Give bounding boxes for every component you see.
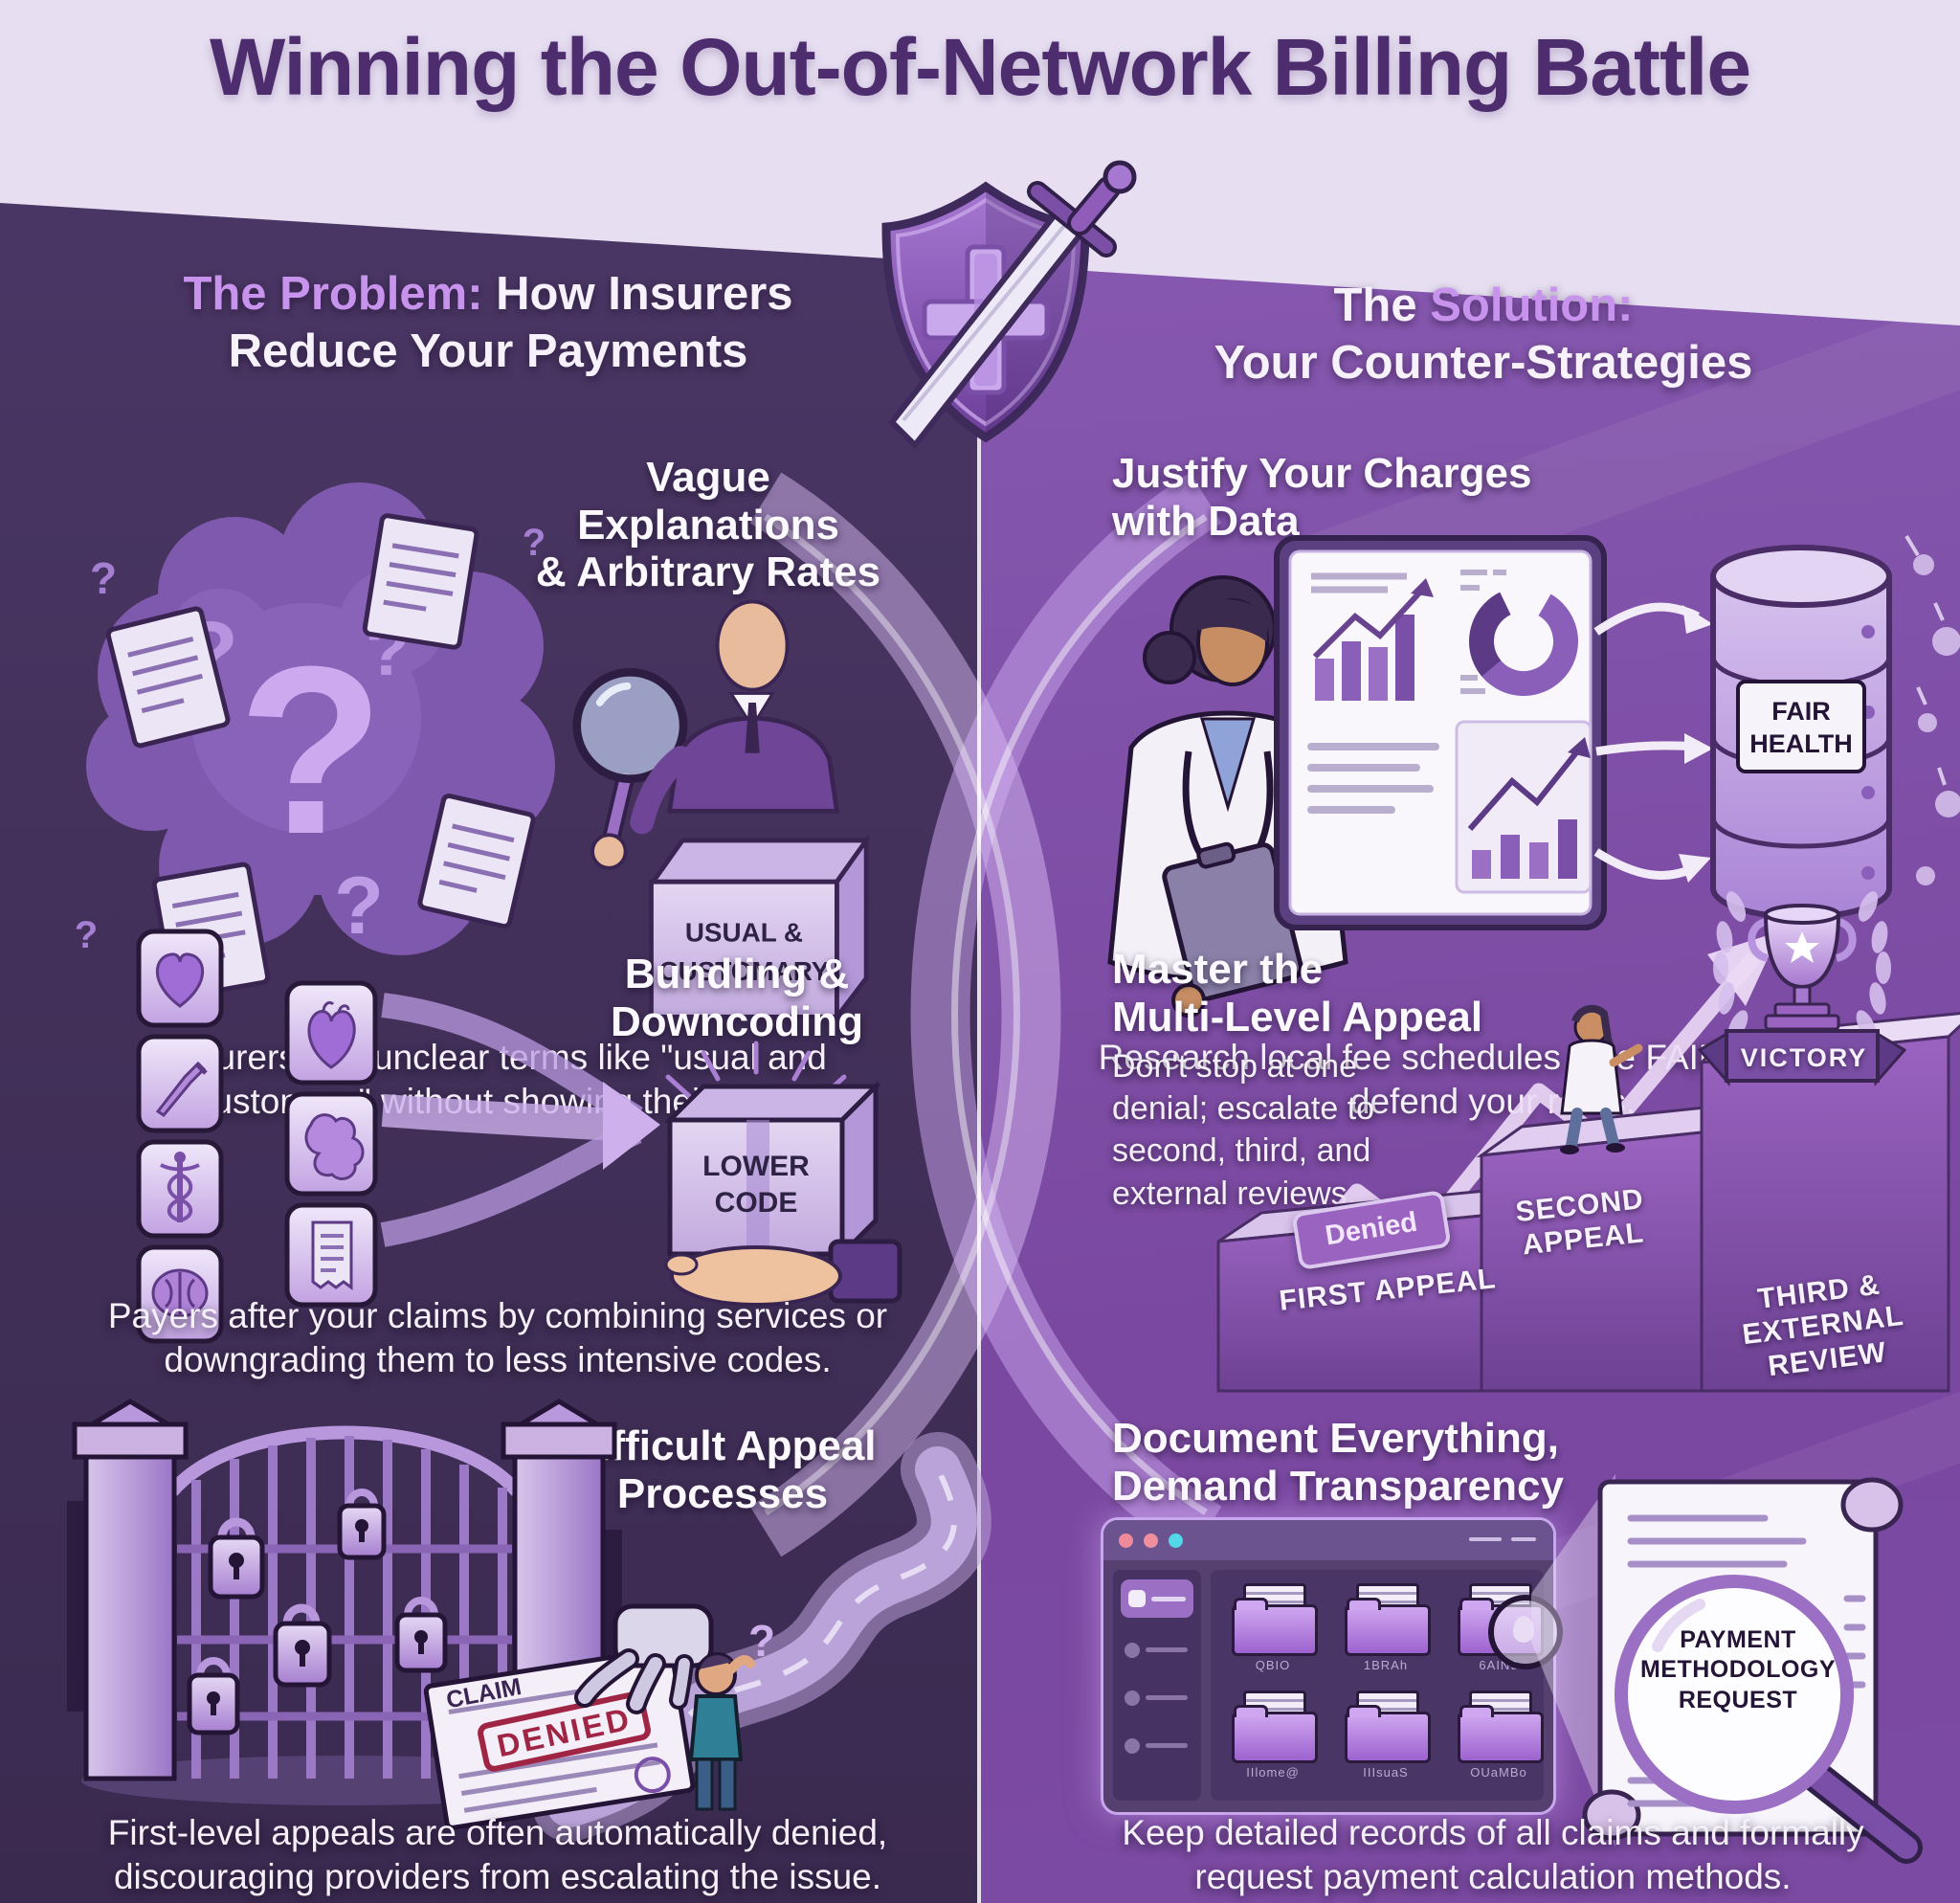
svg-text:FAIR: FAIR: [1771, 697, 1831, 726]
bill-icon: [284, 1202, 378, 1308]
right-heading-rest1: The: [1333, 280, 1431, 331]
svg-text:?: ?: [748, 1616, 775, 1666]
confused-provider-figure: ?: [688, 1616, 775, 1811]
folder-magnifier-highlight: [1488, 1595, 1563, 1669]
arrowhead-icon: [603, 1082, 660, 1170]
claim-folder: QBIO: [1232, 1583, 1318, 1672]
svg-text:CODE: CODE: [715, 1187, 798, 1219]
tissue-icon: [284, 1091, 378, 1197]
lower-code-box: LOWER CODE: [663, 1080, 882, 1261]
anatomical-heart-icon: [284, 980, 378, 1086]
page-title: Winning the Out-of-Network Billing Battl…: [209, 22, 1751, 112]
caption-bundling: Payers after your claims by combining se…: [107, 1296, 888, 1379]
donut-chart-icon: [1460, 570, 1578, 696]
svg-text:?: ?: [90, 553, 117, 603]
claim-folder: IIIsuaS: [1345, 1690, 1431, 1780]
left-heading-line2: Reduce Your Payments: [228, 325, 748, 377]
clipboard-icon: [1162, 841, 1303, 1002]
left-column-heading: The Problem: How Insurers Reduce Your Pa…: [134, 266, 842, 381]
svg-text:USUAL &: USUAL &: [685, 918, 803, 948]
adjuster-magnifier-illustration: USUAL & CUSTOMARY: [572, 599, 871, 1024]
open-hand-icon: [664, 1239, 902, 1307]
sidebar-item-active: [1121, 1579, 1193, 1618]
analytics-dashboard: [1274, 535, 1607, 930]
lower-code-box-illustration: LOWER CODE: [663, 1041, 902, 1307]
svg-text:HEALTH: HEALTH: [1749, 729, 1853, 758]
svg-text:?: ?: [75, 914, 98, 956]
robot-hand-icon: [574, 1603, 714, 1714]
sidebar-item: [1121, 1687, 1193, 1712]
claim-folder: IIlome@: [1232, 1690, 1318, 1780]
trophy-icon: [1748, 904, 1857, 1031]
flow-arrows: [1593, 602, 1713, 883]
sidebar-item: [1121, 1735, 1193, 1759]
merge-arrow: [380, 993, 660, 1247]
svg-text:?: ?: [334, 861, 384, 952]
section-heading-vague-explanations: Vague Explanations & Arbitrary Rates: [535, 454, 881, 596]
svg-text:?: ?: [238, 616, 385, 884]
caption-difficult-appeals: First-level appeals are often automatica…: [107, 1813, 888, 1896]
padlock-icons: [187, 1489, 448, 1735]
svg-text:CUSTOMARY: CUSTOMARY: [659, 956, 830, 986]
sidebar-item: [1121, 1639, 1193, 1664]
fair-health-label: FAIR HEALTH: [1736, 680, 1866, 773]
window-close-icon: [1119, 1534, 1133, 1548]
climbing-doctor-figure: [1560, 1004, 1643, 1154]
section-heading-bundling: Bundling & Downcoding: [611, 951, 863, 1045]
svg-text:?: ?: [523, 522, 546, 564]
caduceus-icon: [136, 1139, 224, 1239]
trend-chart-icon: [1455, 720, 1592, 894]
claim-document: CLAIM DENIED: [423, 1646, 696, 1830]
victory-trophy-group: [1697, 891, 1907, 1086]
laurel-icon: [1713, 891, 1891, 1041]
fair-health-database: FAIR HEALTH: [1710, 534, 1960, 920]
light-beam: [1531, 1474, 1615, 1847]
service-code-tiles: [136, 929, 378, 1344]
question-cloud-illustration: ? ? ? ? ? ? ?: [75, 482, 555, 1000]
insurance-adjuster-figure: [630, 599, 840, 835]
appeal-steps-illustration: [1216, 891, 1960, 1393]
section-heading-multilevel-appeal: Master the Multi-Level Appeal: [1112, 946, 1483, 1041]
window-minimize-icon: [1144, 1534, 1158, 1548]
shield-sword-emblem: [881, 160, 1137, 450]
bar-chart-icon: [1311, 572, 1434, 701]
heart-icon: [136, 929, 224, 1028]
center-ribbon-arcs: [749, 472, 1222, 1557]
window-menu-icon: [1511, 1537, 1536, 1541]
text-lines: [1307, 743, 1439, 814]
right-column-heading: The Solution: Your Counter-Strategies: [1129, 278, 1838, 392]
brain-icon: [136, 1244, 224, 1344]
claim-folder: OUaMBo: [1458, 1690, 1544, 1780]
right-heading-accent: Solution:: [1430, 280, 1634, 331]
window-content: QBIO 1BRAh 6AIN9 IIlome@ IIIsuaS OUaMBo: [1211, 1570, 1563, 1801]
window-maximize-icon: [1169, 1534, 1183, 1548]
file-manager-window: QBIO 1BRAh 6AIN9 IIlome@ IIIsuaS OUaMBo: [1101, 1517, 1563, 1815]
window-sidebar: [1113, 1570, 1201, 1801]
scalpel-icon: [136, 1034, 224, 1133]
svg-text:LOWER: LOWER: [702, 1151, 810, 1182]
column-divider-line: [977, 201, 981, 1903]
right-heading-line2: Your Counter-Strategies: [1214, 336, 1753, 389]
caption-document-everything: Keep detailed records of all claims and …: [1122, 1813, 1864, 1896]
magnifying-glass-icon: [572, 668, 688, 870]
window-titlebar: [1103, 1520, 1553, 1560]
section-heading-justify-charges: Justify Your Charges with Data: [1112, 450, 1532, 545]
claim-folder: 1BRAh: [1345, 1583, 1431, 1672]
denied-claim-illustration: CLAIM DENIED: [423, 1603, 714, 1830]
payment-request-scroll: [1531, 1474, 1923, 1864]
subtext-multilevel-appeal: Don't stop at one denial; escalate to se…: [1112, 1048, 1375, 1212]
left-heading-accent: The Problem:: [183, 268, 483, 320]
magnifying-glass-icon: [1615, 1575, 1923, 1864]
signature-scribble: [634, 1757, 671, 1794]
victory-label: VICTORY: [1740, 1043, 1868, 1072]
radiating-dots: [1904, 534, 1960, 885]
section-heading-difficult-appeals: Difficult Appeal Processes: [568, 1422, 877, 1517]
victory-banner: [1697, 1029, 1907, 1086]
payment-methodology-request-label: PAYMENT METHODOLOGY REQUEST: [1639, 1626, 1837, 1713]
left-heading-rest: How Insurers: [482, 268, 793, 320]
sword-icon: [887, 160, 1137, 450]
section-heading-document-everything: Document Everything, Demand Transparency: [1112, 1415, 1564, 1510]
window-menu-icon: [1469, 1537, 1502, 1541]
usual-customary-box: USUAL & CUSTOMARY: [648, 833, 871, 1024]
